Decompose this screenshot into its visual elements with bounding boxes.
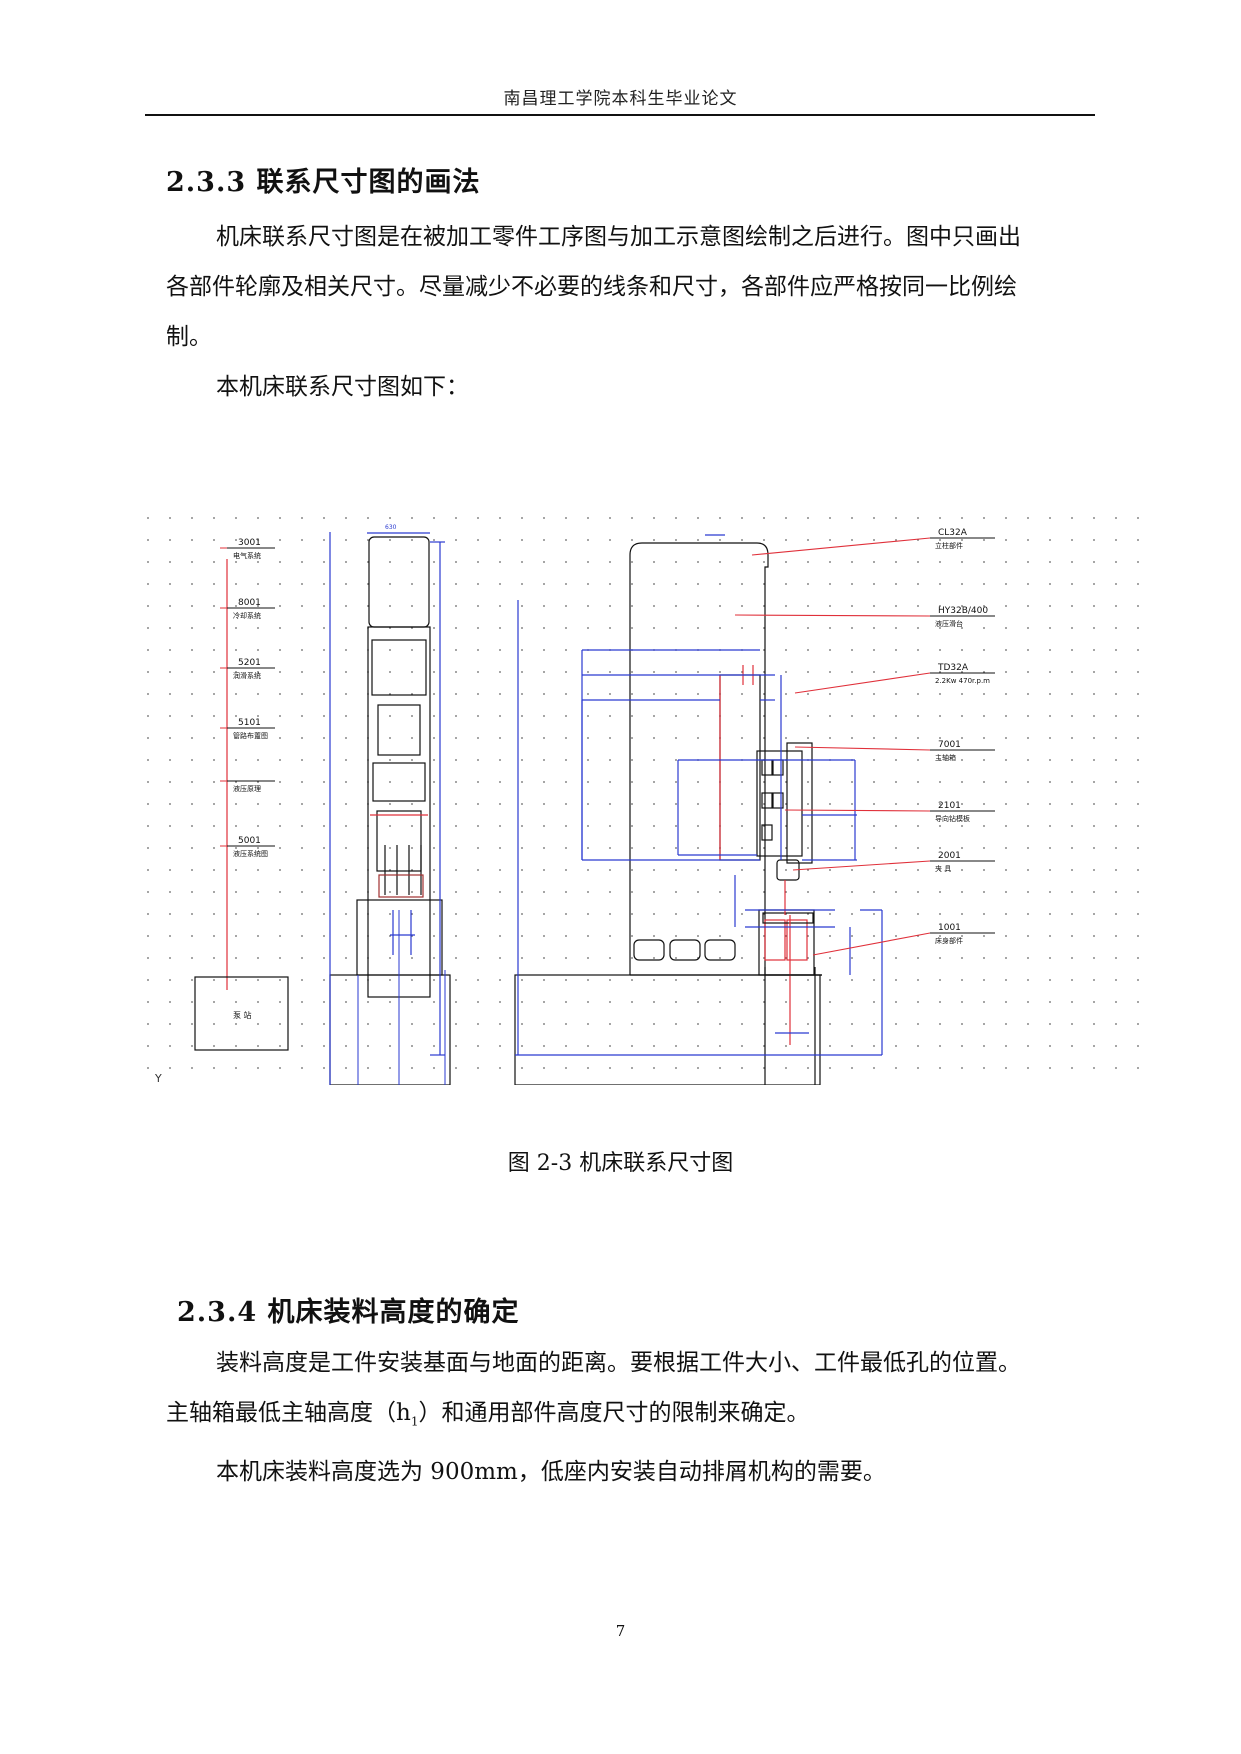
right-label-4: 2101 导向钻模板: [784, 801, 995, 823]
page-number: 7: [615, 1622, 626, 1640]
right-label-2: TD32A 2.2Kw 470r.p.m: [794, 663, 995, 694]
left-label-0: 3001 电气系统: [220, 538, 275, 560]
section-2-3-4-body: 装料高度是工件安装基面与地面的距离。要根据工件大小、工件最低孔的位置。 主轴箱最…: [166, 1338, 1096, 1497]
right-label-name: 立柱部件: [935, 541, 963, 550]
paragraph-line: 各部件轮廓及相关尺寸。尽量减少不必要的线条和尺寸，各部件应严格按同一比例绘: [166, 274, 1017, 300]
left-label-name: 润滑系统: [233, 671, 261, 680]
pump-station-label: 泵 站: [233, 1010, 252, 1020]
paragraph-line: 机床联系尺寸图是在被加工零件工序图与加工示意图绘制之后进行。图中只画出: [216, 224, 1021, 250]
figure-caption: 图 2-3 机床联系尺寸图: [507, 1151, 734, 1176]
right-label-name: 主轴箱: [935, 753, 956, 762]
section-2-3-3-body: 机床联系尺寸图是在被加工零件工序图与加工示意图绘制之后进行。图中只画出 各部件轮…: [166, 212, 1096, 412]
front-view-dimensions: [515, 534, 883, 1056]
left-label-code: 8001: [238, 598, 261, 608]
left-label-3: 5101 管路布置图: [220, 718, 275, 740]
left-label-name: 液压原理: [233, 784, 261, 793]
right-label-6: 1001 床身部件: [812, 923, 995, 956]
svg-text:630: 630: [385, 524, 397, 531]
right-label-name: 液压滑台: [935, 619, 963, 628]
left-label-1: 8001 冷却系统: [220, 598, 275, 620]
right-label-code: 2001: [938, 851, 961, 861]
paragraph-line: 本机床联系尺寸图如下：: [216, 374, 469, 400]
left-label-name: 液压系统图: [233, 849, 268, 858]
pump-station: 泵 站: [194, 976, 289, 1051]
grid-dots: [145, 515, 1140, 1085]
paragraph-line: 装料高度是工件安装基面与地面的距离。要根据工件大小、工件最低孔的位置。: [216, 1350, 1021, 1376]
text-span: 主轴箱最低主轴高度（h: [166, 1400, 411, 1426]
right-label-name: 2.2Kw 470r.p.m: [935, 677, 990, 685]
left-label-5: 5001 液压系统图: [220, 836, 275, 858]
front-view: [514, 542, 822, 1085]
left-label-4: 液压原理: [220, 780, 275, 793]
left-label-code: 5001: [238, 836, 261, 846]
section-heading-2-3-4: 2.3.4 机床装料高度的确定: [177, 1297, 520, 1328]
right-label-1: HY32B/400 液压滑台: [734, 606, 995, 628]
right-label-name: 床身部件: [935, 936, 963, 945]
left-label-code: 3001: [238, 538, 261, 548]
right-label-code: 2101: [938, 801, 961, 811]
paragraph-line: 制。: [166, 324, 212, 350]
right-label-code: 7001: [938, 740, 961, 750]
left-label-name: 管路布置图: [233, 731, 268, 740]
side-view-dimensions: 630: [329, 524, 445, 1085]
right-label-name: 导向钻模板: [935, 814, 970, 823]
left-label-code: 5101: [238, 718, 261, 728]
svg-text:Y: Y: [154, 1072, 162, 1085]
header-rule: [145, 114, 1095, 116]
paragraph-line: 本机床装料高度选为 900mm，低座内安装自动排屑机构的需要。: [216, 1458, 886, 1485]
right-label-code: HY32B/400: [938, 606, 988, 616]
running-header: 南昌理工学院本科生毕业论文: [503, 89, 738, 109]
right-label-code: CL32A: [938, 528, 968, 538]
subscript: 1: [410, 1414, 419, 1429]
left-label-code: 5201: [238, 658, 261, 668]
paragraph-line: 主轴箱最低主轴高度（h1）和通用部件高度尺寸的限制来确定。: [166, 1388, 1096, 1447]
right-label-5: 2001 夹 具: [792, 851, 995, 873]
right-label-name: 夹 具: [935, 864, 951, 873]
left-label-name: 电气系统: [233, 551, 261, 560]
right-label-code: 1001: [938, 923, 961, 933]
right-label-3: 7001 主轴箱: [794, 740, 995, 762]
right-label-0: CL32A 立柱部件: [751, 528, 995, 556]
right-label-tree: CL32A 立柱部件 HY32B/400 液压滑台 TD32A 2.2Kw 470r.p.…: [734, 528, 995, 956]
left-label-2: 5201 润滑系统: [220, 658, 275, 680]
left-label-name: 冷却系统: [233, 611, 261, 620]
text-span: ）和通用部件高度尺寸的限制来确定。: [418, 1400, 810, 1426]
section-heading-2-3-3: 2.3.3 联系尺寸图的画法: [166, 167, 481, 198]
right-label-code: TD32A: [937, 663, 969, 673]
